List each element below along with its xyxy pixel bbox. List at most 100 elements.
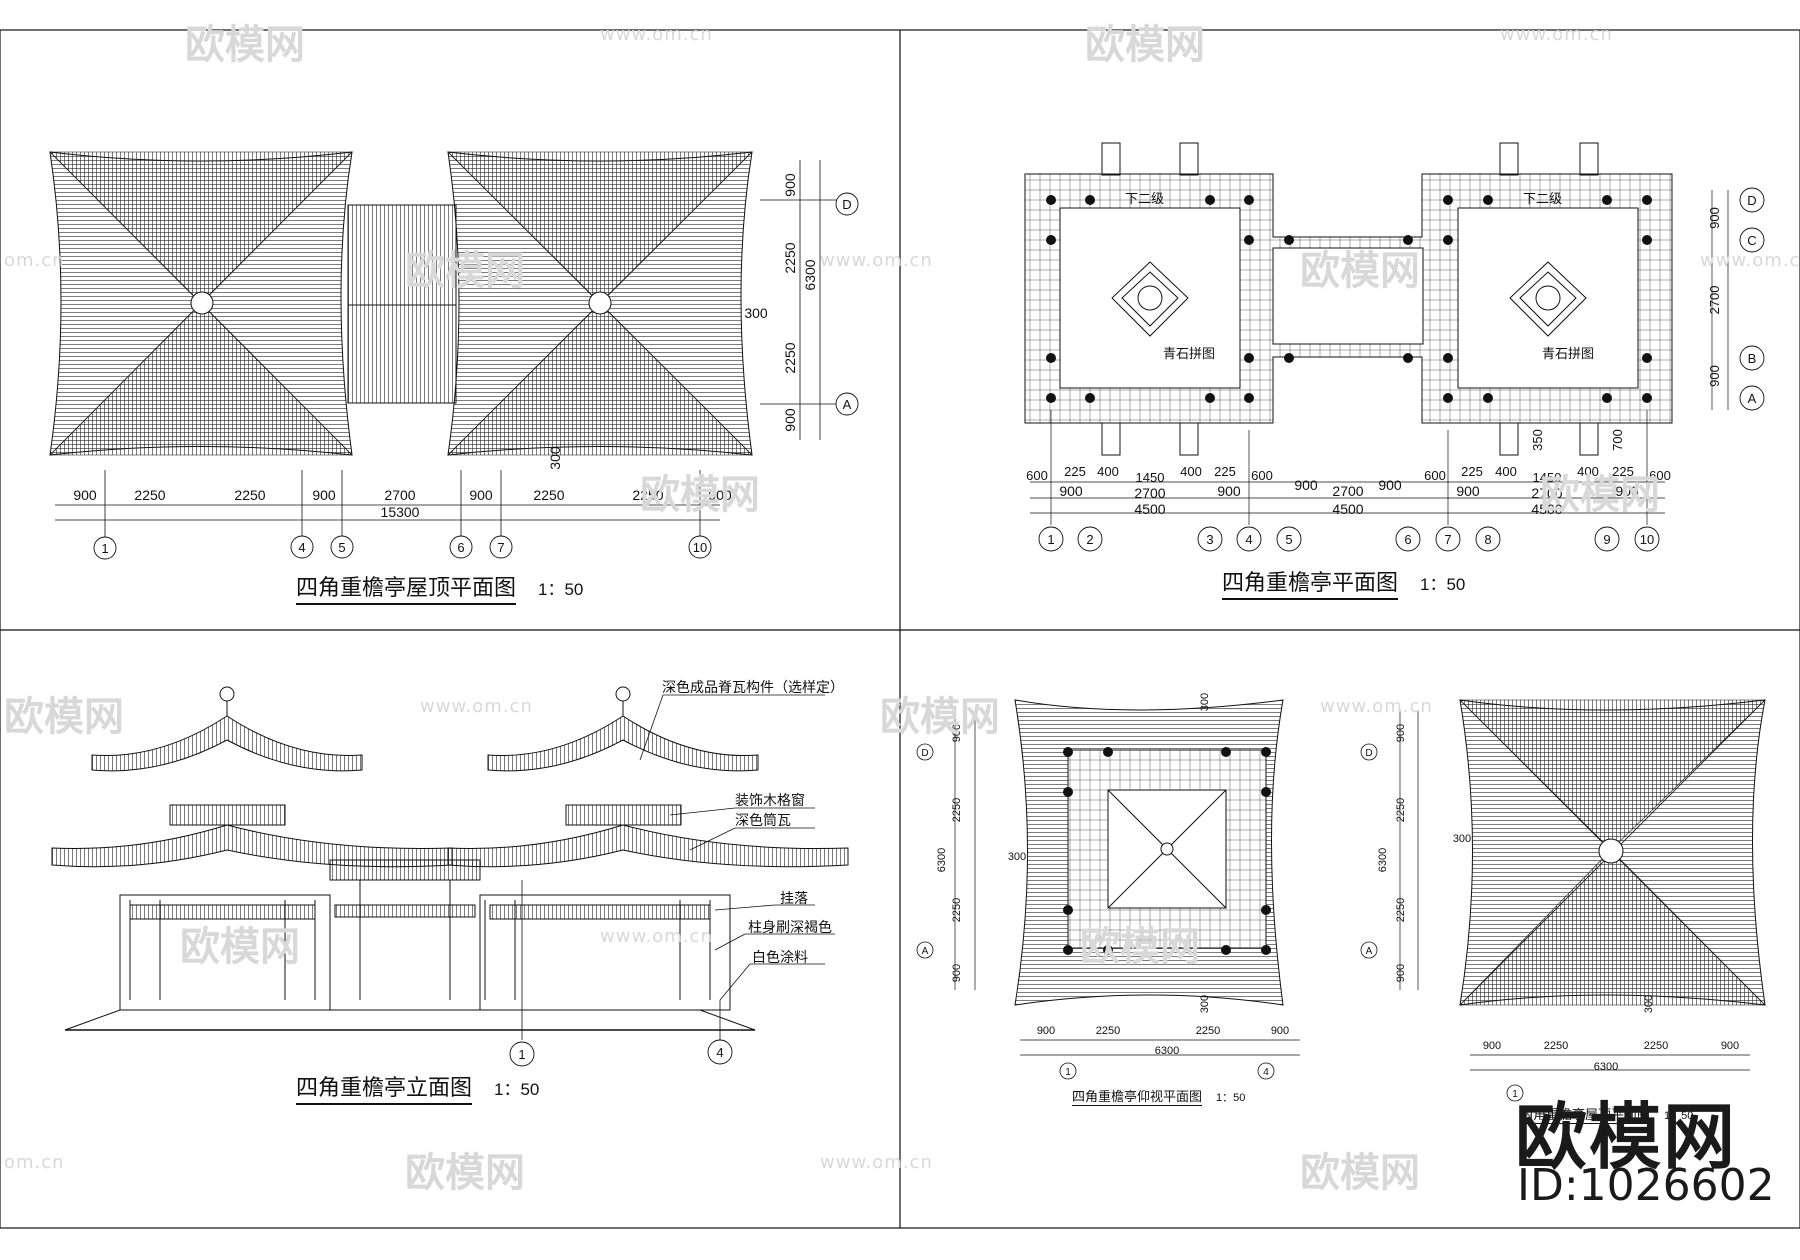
svg-text:4500: 4500 (1531, 501, 1562, 517)
svg-text:900: 900 (1059, 483, 1083, 499)
label-steps-right: 下二级 (1523, 192, 1562, 207)
dim-total: 15300 (381, 504, 420, 520)
note-window: 装饰木格窗 (735, 792, 805, 809)
watermark-url: www.om.cn (1700, 250, 1800, 271)
svg-text:900: 900 (1483, 1040, 1501, 1052)
svg-text:700: 700 (1610, 429, 1625, 451)
roof-plan-title-text: 四角重檐亭屋顶平面图 (296, 576, 517, 605)
floor-plan-dimlines (1030, 190, 1729, 525)
floor-medallions (1111, 261, 1587, 337)
svg-text:2250: 2250 (951, 898, 963, 922)
svg-text:6: 6 (1404, 532, 1411, 547)
svg-text:D: D (921, 748, 928, 759)
dim-2250: 2250 (782, 342, 798, 373)
svg-text:2700: 2700 (1707, 286, 1722, 315)
svg-text:300: 300 (1199, 995, 1211, 1013)
dim-2250: 2250 (632, 487, 663, 503)
dim-2250: 2250 (234, 487, 265, 503)
svg-text:900: 900 (1707, 207, 1722, 229)
small-roof-plan-title-text: 四角重檐亭屋顶平面图 (1520, 1108, 1651, 1124)
floor-outline (1024, 142, 1673, 456)
dim-900: 900 (73, 487, 97, 503)
floor-dims-row3: 4500 4500 4500 (1134, 501, 1562, 517)
svg-text:900: 900 (951, 724, 963, 742)
axis-7: 7 (497, 540, 504, 555)
watermark-url: www.om.cn (420, 696, 533, 717)
svg-text:400: 400 (1577, 464, 1599, 479)
elevation-notes: 深色成品脊瓦构件（选样定） 装饰木格窗 深色筒瓦 挂落 柱身刷深褐色 白色涂料 (662, 679, 844, 966)
svg-text:A: A (1366, 946, 1373, 957)
watermark-brand: 欧模网 (1085, 22, 1205, 68)
axis-1: 1 (518, 1047, 525, 1062)
ground (64, 1009, 756, 1031)
axis-5: 5 (338, 540, 345, 555)
watermark-brand: 欧模网 (1300, 248, 1420, 294)
note-tile: 深色筒瓦 (735, 812, 791, 829)
svg-text:225: 225 (1064, 464, 1086, 479)
watermark-brand-fragment: 欧模网 (4, 694, 124, 740)
svg-text:400: 400 (1097, 464, 1119, 479)
svg-text:300: 300 (1008, 851, 1026, 863)
dim-2250: 2250 (533, 487, 564, 503)
svg-text:225: 225 (1461, 464, 1483, 479)
note-paint: 白色涂料 (752, 949, 808, 966)
watermark-brand: 欧模网 (880, 694, 1000, 740)
elevation-title-text: 四角重檐亭立面图 (296, 1076, 473, 1105)
watermark-url: www.om.cn (1500, 24, 1613, 45)
note-guard: 挂落 (780, 891, 808, 907)
watermark-url: www.om.cn (1320, 696, 1433, 717)
corner-brand-logo: 欧模网 (1515, 1095, 1738, 1179)
corridor-roof (347, 204, 457, 404)
svg-text:B: B (1748, 351, 1757, 366)
watermark-url: www.om.cn (820, 250, 933, 271)
watermark-brand: 欧模网 (1300, 1150, 1420, 1196)
svg-text:2250: 2250 (1196, 1025, 1220, 1037)
axis-6: 6 (457, 540, 464, 555)
svg-text:600: 600 (1649, 468, 1671, 483)
svg-text:4: 4 (1263, 1067, 1269, 1078)
watermark-brand: 欧模网 (405, 248, 525, 294)
svg-text:8: 8 (1484, 532, 1491, 547)
corner-brand-id: ID:1026602 (1517, 1160, 1775, 1211)
svg-text:1450: 1450 (1533, 470, 1562, 485)
svg-text:3: 3 (1206, 532, 1213, 547)
svg-text:6300: 6300 (936, 848, 948, 872)
svg-text:9: 9 (1603, 532, 1610, 547)
watermark-brand: 欧模网 (1540, 472, 1660, 518)
label-pattern-right: 青石拼图 (1542, 347, 1594, 362)
svg-text:4500: 4500 (1134, 501, 1165, 517)
roof-plan-drawing: 900 2250 2250 900 2700 900 2250 2250 900… (49, 151, 859, 560)
watermark-url-fragment: om.cn (4, 250, 65, 271)
axis-d: D (842, 197, 851, 212)
panel-frames (0, 29, 1800, 1229)
svg-text:900: 900 (1456, 483, 1480, 499)
svg-text:2250: 2250 (951, 798, 963, 822)
svg-text:900: 900 (951, 964, 963, 982)
roof-plan-scale: 1：50 (538, 580, 584, 599)
dim-300: 300 (744, 305, 768, 321)
ceiling-plan-scale: 1：50 (1216, 1092, 1246, 1104)
ceiling-dims: 900 2250 2250 900 6300 900 2250 2250 900… (936, 693, 1289, 1057)
dim-900: 900 (312, 487, 336, 503)
floor-plan-title-text: 四角重檐亭平面图 (1222, 571, 1399, 600)
watermark-brand: 欧模网 (640, 472, 760, 518)
svg-text:2700: 2700 (1134, 485, 1165, 501)
floor-dims-row2: 900 2700 900 900 2700 900 900 2700 900 (1059, 477, 1639, 501)
svg-text:2250: 2250 (1395, 898, 1407, 922)
roof-plan-dim-text: 900 2250 2250 900 2700 900 2250 2250 900… (73, 173, 818, 520)
axis-1: 1 (101, 541, 108, 556)
svg-text:900: 900 (1395, 964, 1407, 982)
svg-text:A: A (922, 946, 929, 957)
svg-text:4500: 4500 (1332, 501, 1363, 517)
svg-text:4: 4 (1245, 532, 1252, 547)
column-dots (1046, 195, 1652, 403)
small-roof-drawing (1459, 699, 1766, 1006)
svg-text:900: 900 (1395, 724, 1407, 742)
svg-text:A: A (1748, 391, 1757, 406)
svg-text:400: 400 (1180, 464, 1202, 479)
svg-text:600: 600 (1251, 468, 1273, 483)
svg-text:2250: 2250 (1395, 798, 1407, 822)
